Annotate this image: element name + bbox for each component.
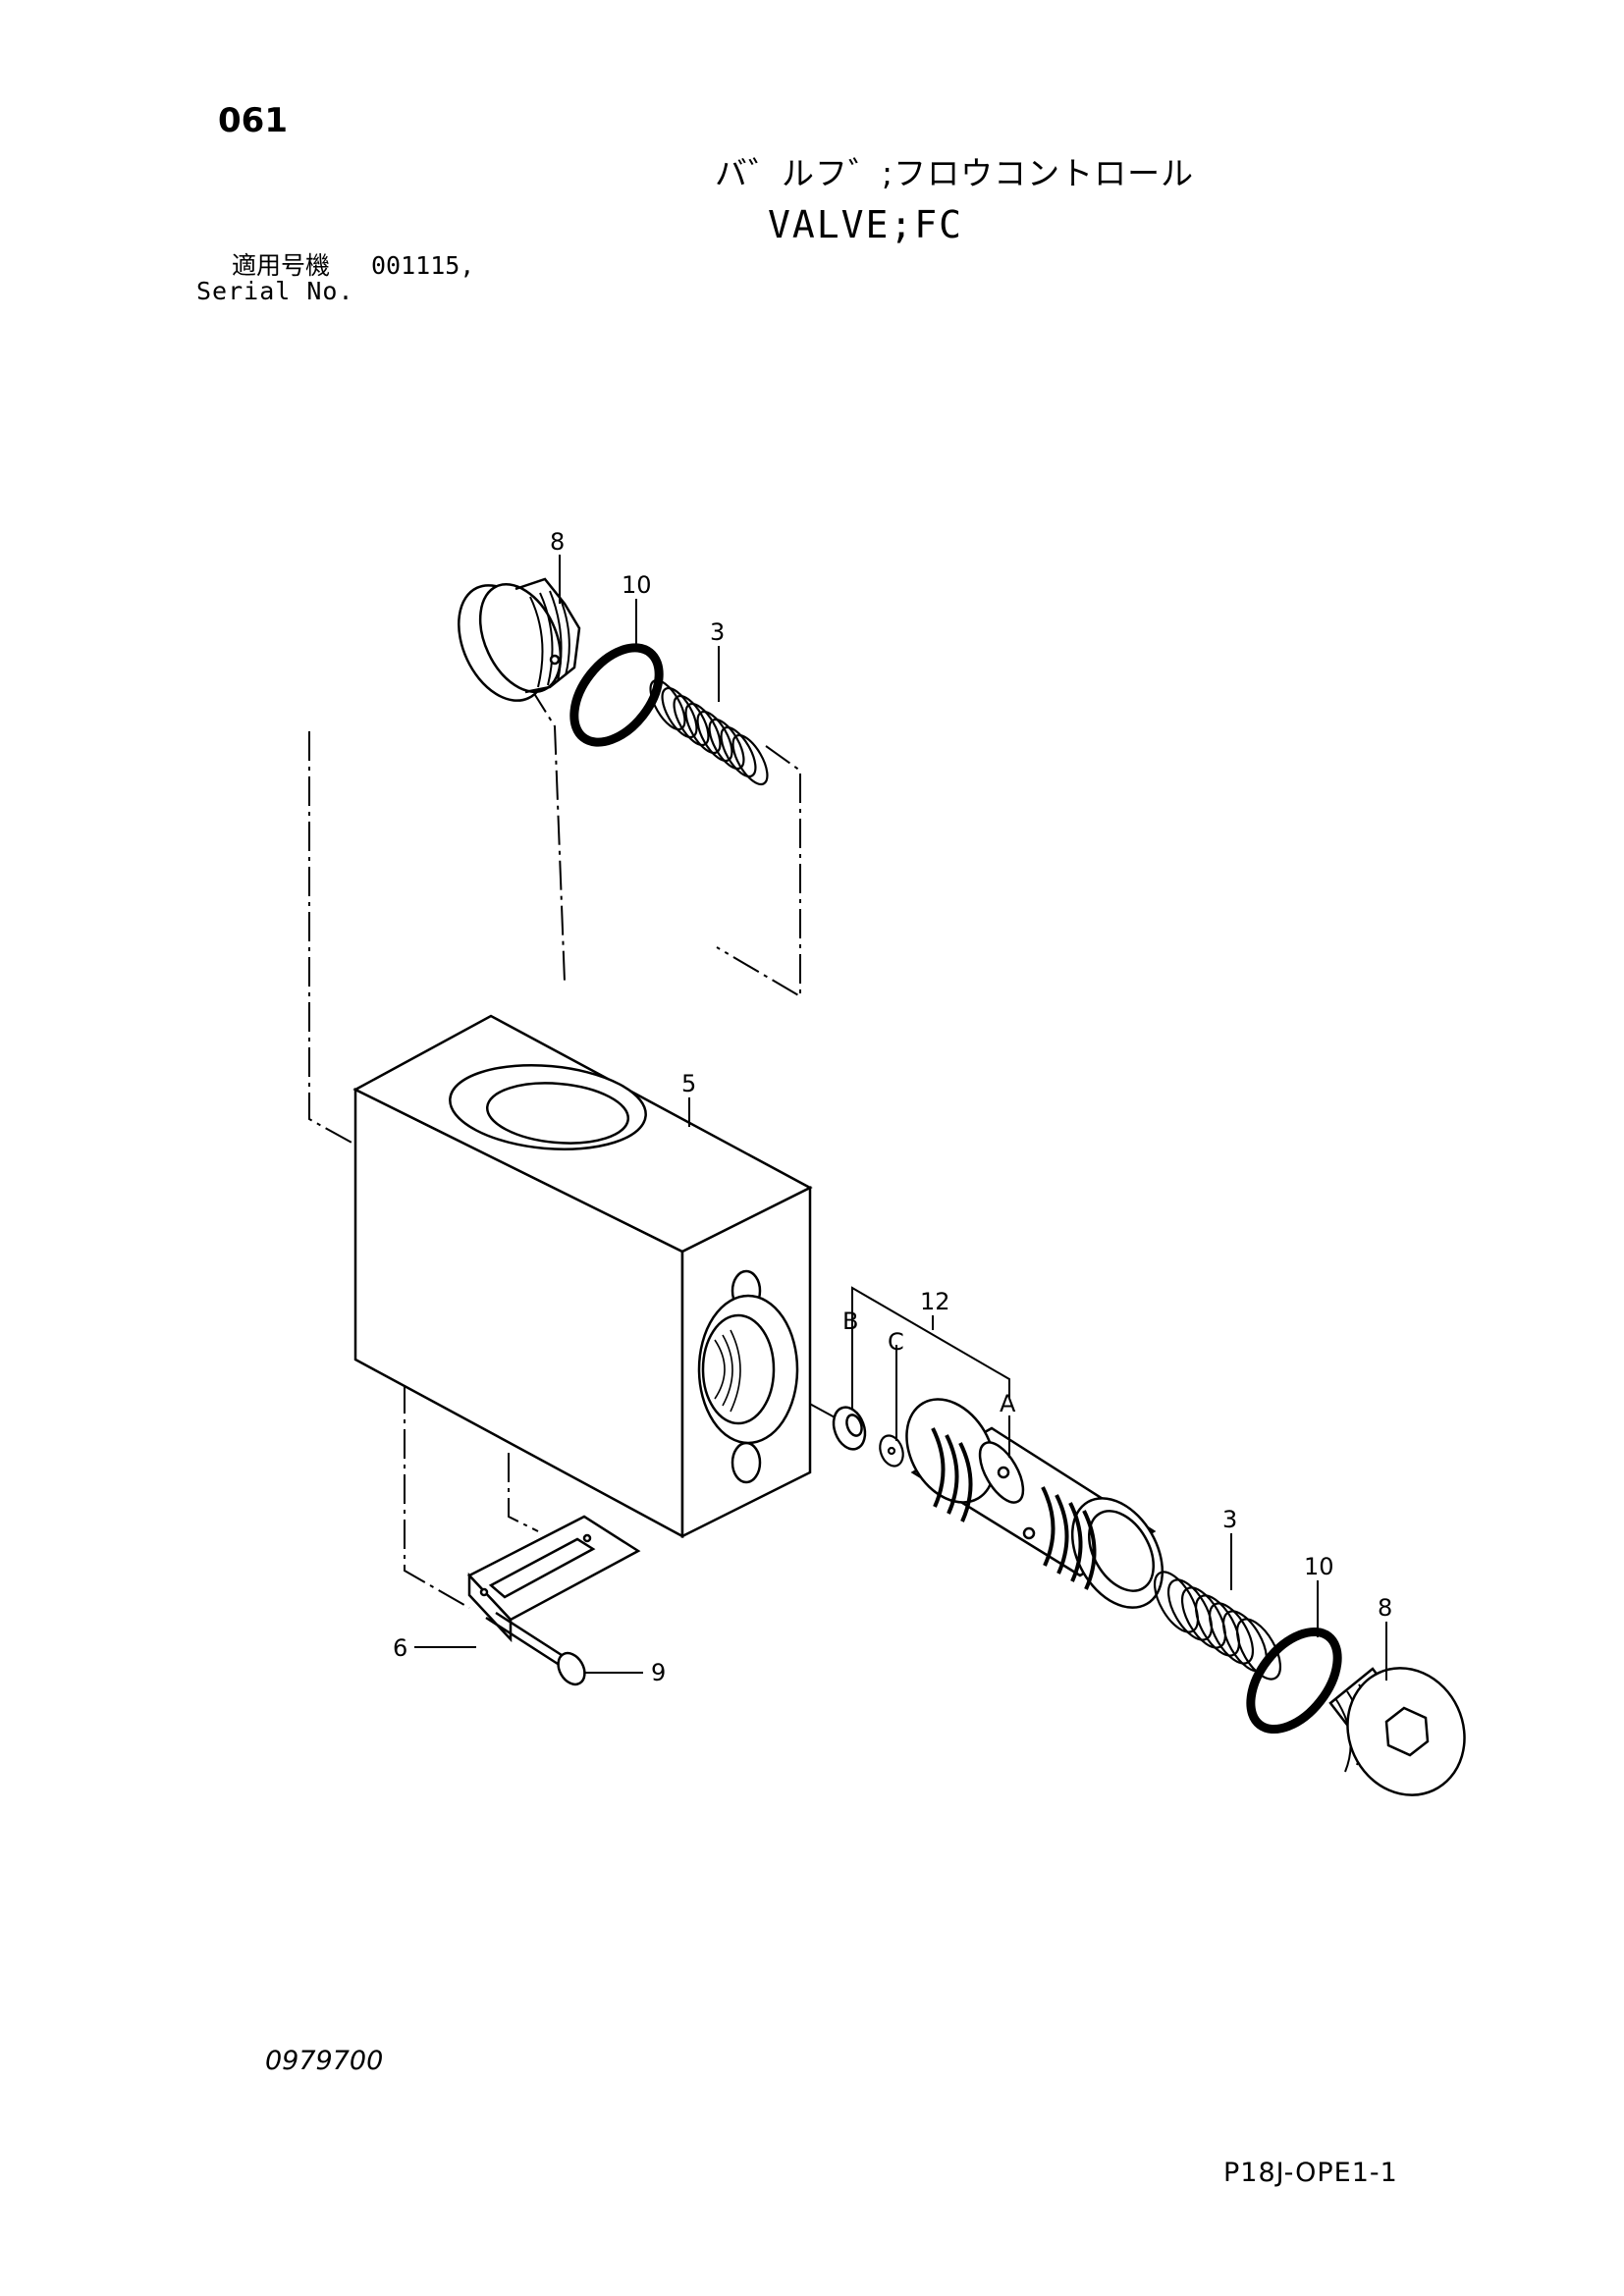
serial-number-value: 001115, [371, 251, 475, 280]
drawing-number: 0979700 [265, 2046, 384, 2076]
callout-oring-top: 10 [622, 571, 652, 599]
sheet-code: P18J-OPE1-1 [1223, 2158, 1398, 2188]
callout-spring-top: 3 [710, 618, 725, 646]
oring-top [569, 643, 664, 747]
callout-sub-a: A [1000, 1390, 1016, 1417]
title-english: VALVE;FC [768, 203, 964, 246]
callout-spring-bottom: 3 [1222, 1506, 1237, 1533]
serial-label-japanese: 適用号機 [232, 251, 331, 280]
leader-lines [414, 555, 1387, 1681]
assembly-line-plate-left [404, 1384, 470, 1609]
callout-spool-assy: 12 [920, 1288, 950, 1315]
assembly-line-top [529, 686, 566, 983]
disc-c [879, 1434, 904, 1468]
plug-top [458, 577, 581, 702]
screw [485, 1611, 586, 1686]
assembly-line-right [716, 745, 801, 998]
callout-oring-bottom: 10 [1304, 1553, 1334, 1580]
callout-screw: 9 [651, 1659, 666, 1686]
title-japanese: バ゛ルフ゛;フロウコントロール [715, 154, 1195, 192]
valve-body [352, 1014, 813, 1539]
serial-label-english: Serial No. [196, 277, 354, 305]
callout-plate: 6 [393, 1634, 407, 1662]
plug-bottom [1328, 1667, 1466, 1796]
callout-plug-top: 8 [550, 528, 565, 556]
spring-top [649, 678, 769, 786]
callout-sub-b: B [842, 1308, 858, 1335]
assembly-line-frame [308, 731, 354, 1145]
page-number: 061 [218, 101, 288, 140]
oring-bottom [1246, 1627, 1342, 1735]
assembly-line-plate-mid [508, 1453, 539, 1532]
callout-plug-bottom: 8 [1378, 1594, 1392, 1622]
callout-sub-c: C [888, 1328, 904, 1356]
seat-b [832, 1406, 867, 1451]
spring-bottom [1153, 1571, 1282, 1681]
plate [466, 1515, 641, 1643]
spool-a [905, 1398, 1164, 1609]
callout-body: 5 [681, 1070, 696, 1097]
